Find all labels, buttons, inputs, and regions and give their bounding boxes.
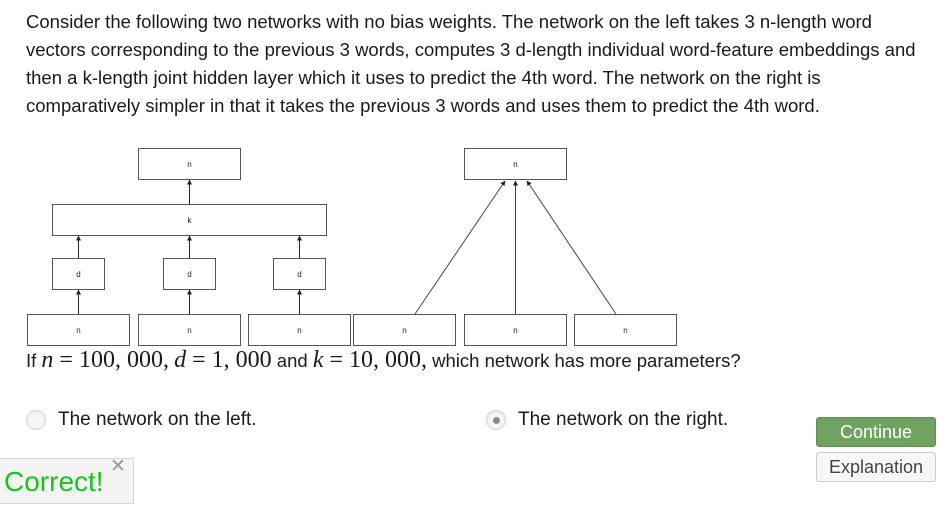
question-text: Consider the following two networks with… bbox=[26, 11, 916, 116]
explanation-button[interactable]: Explanation bbox=[816, 452, 936, 482]
left-input-box bbox=[138, 314, 241, 346]
feedback-message: Correct! bbox=[4, 466, 104, 497]
right-network bbox=[353, 148, 677, 346]
close-icon[interactable]: ✕ bbox=[110, 456, 126, 477]
option-right-network[interactable]: The network on the right. bbox=[486, 405, 728, 435]
right-output-box bbox=[464, 148, 567, 180]
math-n: n = 100, 000, bbox=[41, 347, 169, 373]
left-output-box bbox=[138, 148, 241, 180]
math-d: d = 1, 000 bbox=[174, 347, 272, 373]
radio-dot-icon bbox=[492, 416, 500, 424]
left-embedding-label: d bbox=[297, 270, 301, 279]
right-connection bbox=[414, 180, 506, 315]
left-input-label: n bbox=[76, 326, 80, 335]
left-hidden-box bbox=[52, 204, 327, 236]
left-input-label: n bbox=[297, 326, 301, 335]
right-input-label: n bbox=[402, 326, 406, 335]
radio-button[interactable] bbox=[26, 410, 46, 430]
radio-button-selected[interactable] bbox=[486, 410, 506, 430]
option-label: The network on the left. bbox=[58, 409, 257, 430]
parameter-question: If n = 100, 000, d = 1, 000 and k = 10, … bbox=[26, 345, 741, 376]
math-k: k = 10, 000, bbox=[312, 347, 428, 373]
left-embedding-label: d bbox=[187, 270, 191, 279]
continue-button[interactable]: Continue bbox=[816, 417, 936, 447]
right-output-label: n bbox=[513, 160, 517, 169]
left-embedding-label: d bbox=[76, 270, 80, 279]
left-hidden-label: k bbox=[188, 216, 193, 225]
left-output-label: n bbox=[187, 160, 191, 169]
right-input-box bbox=[464, 314, 567, 346]
feedback-box: Correct! ✕ bbox=[0, 456, 134, 504]
right-connection bbox=[526, 180, 617, 315]
right-input-label: n bbox=[513, 326, 517, 335]
left-input-box bbox=[248, 314, 351, 346]
left-input-label: n bbox=[187, 326, 191, 335]
left-embedding-box bbox=[163, 258, 216, 290]
params-suffix: which network has more parameters? bbox=[432, 350, 741, 371]
option-left-network[interactable]: The network on the left. bbox=[26, 405, 257, 435]
network-diagram: n k d d d n n n n n n n bbox=[27, 148, 677, 346]
params-prefix: If bbox=[26, 350, 37, 371]
right-input-label: n bbox=[623, 326, 627, 335]
right-input-box bbox=[353, 314, 456, 346]
left-input-box bbox=[27, 314, 130, 346]
left-network bbox=[27, 148, 351, 346]
params-and: and bbox=[276, 350, 308, 371]
right-input-box bbox=[574, 314, 677, 346]
option-label: The network on the right. bbox=[518, 409, 729, 430]
